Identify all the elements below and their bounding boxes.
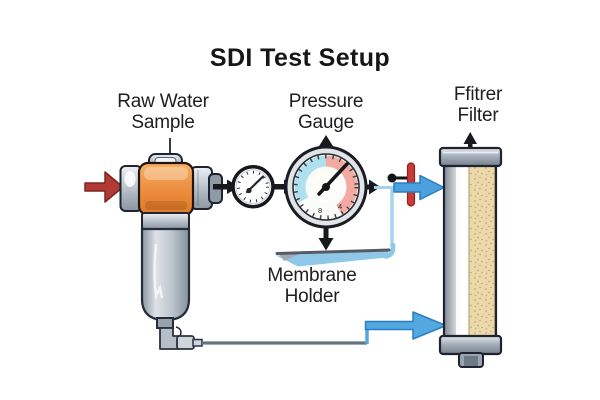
membrane-disc	[275, 248, 391, 255]
pressure-gauge-ticks	[293, 154, 359, 220]
bottom-port-inset	[464, 356, 478, 366]
drain-nut	[176, 335, 195, 350]
sump-drain-port	[156, 317, 174, 329]
pressure-gauge-down-arrow	[318, 226, 334, 251]
gauge-hot-zone	[325, 155, 358, 215]
label-raw-water-sample: Raw Water Sample	[93, 91, 233, 134]
inlet-arrow	[84, 171, 124, 203]
label-pressure-gauge-line2: Gauge	[297, 111, 355, 133]
head-highlight	[144, 167, 188, 180]
label-filter-unit-line1: Ffitrer	[453, 84, 503, 105]
filter-top-cap	[438, 146, 503, 168]
flow-arrow-top	[393, 174, 445, 201]
filter-column	[438, 132, 503, 368]
dial-marking-8: 8	[318, 206, 322, 215]
inline-gauge-hub	[246, 187, 252, 194]
label-pressure-gauge-line1: Pressure	[288, 91, 364, 112]
head-shadow	[145, 201, 187, 210]
housing-sump	[140, 227, 191, 322]
inline-gauge-ticks	[237, 170, 269, 203]
membrane-tray	[276, 250, 389, 267]
left-cap-highlight	[124, 171, 136, 187]
filter-bottom-cap	[438, 334, 503, 356]
inline-gauge	[231, 164, 275, 209]
gauge-cold-zone	[294, 155, 327, 203]
label-raw-water-line2: Sample	[131, 111, 195, 133]
label-raw-water-line1: Raw Water	[117, 91, 209, 112]
filter-housing	[119, 153, 223, 350]
label-pressure-gauge: Pressure Gauge	[256, 91, 396, 134]
label-membrane-holder-line2: Holder	[284, 285, 340, 307]
label-membrane-holder: Membrane Holder	[242, 265, 382, 308]
housing-collar	[141, 212, 190, 230]
filter-media	[468, 165, 495, 337]
drain-hook	[175, 326, 182, 337]
vessel-highlight	[456, 166, 467, 335]
label-membrane-holder-line1: Membrane	[267, 265, 357, 286]
label-filter-unit-line2: Filter	[457, 104, 499, 126]
dial-marking-4: 4	[338, 202, 342, 211]
valve-pivot	[387, 173, 397, 183]
pressure-gauge: 8 4	[284, 135, 381, 251]
membrane-holder-graphic	[275, 242, 396, 267]
pressure-gauge-hub	[322, 183, 330, 191]
sump-highlight	[153, 243, 164, 301]
drain-stub	[192, 338, 203, 347]
flow-arrow-bottom	[364, 311, 447, 340]
diagram-title: SDI Test Setup	[209, 44, 391, 72]
label-filter-unit: Ffitrer Filter	[408, 84, 548, 127]
